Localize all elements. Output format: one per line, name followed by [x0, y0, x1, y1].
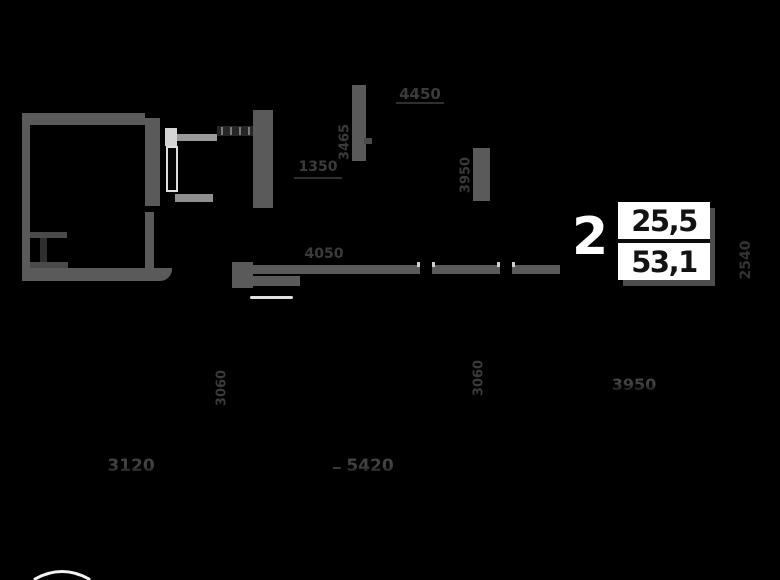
window-hatch: [217, 126, 253, 136]
dim-left-room-height: 3465: [337, 123, 353, 161]
wall-mid-b: [432, 265, 500, 274]
wall-corridor-right: [473, 148, 490, 201]
dim-kitchen-width: 4050: [304, 246, 344, 262]
wall-room-right-upper: [145, 118, 160, 206]
room-count-label: 2: [572, 207, 609, 267]
total-area-value: 53,1: [631, 244, 698, 279]
living-area-value: 25,5: [618, 202, 710, 243]
window-sill-top: [177, 134, 217, 141]
threshold-line: [250, 296, 293, 299]
wall-mid-a: [253, 265, 420, 274]
door-jamb: [417, 262, 420, 267]
wall-top-middle: [352, 85, 366, 161]
logo-arc-icon: [33, 570, 91, 580]
wall-room-right-lower: [145, 212, 154, 270]
wall-top: [22, 113, 145, 125]
dim-line: [396, 102, 444, 104]
dim-hall-width: 1350: [298, 159, 338, 175]
dim-dash: [333, 467, 341, 469]
hatch-tick: [248, 127, 250, 135]
dim-right-top-height: 3950: [458, 156, 474, 194]
shaft-side: [40, 238, 47, 264]
door-jamb: [497, 262, 500, 267]
hatch-tick: [230, 127, 232, 135]
wall-left: [22, 113, 30, 281]
dim-left-center-height: 3060: [214, 369, 230, 407]
dim-far-right-height: 2540: [738, 240, 754, 280]
door-jamb: [432, 262, 435, 267]
wall-bottom-left: [22, 268, 172, 281]
dim-center-height: 3060: [471, 359, 487, 397]
door-jamb: [512, 262, 515, 267]
hatch-tick: [221, 127, 223, 135]
hatch-tick: [239, 127, 241, 135]
dim-line: [294, 177, 342, 179]
window-sill-bottom: [175, 194, 213, 202]
dim-bottom-left-width: 3120: [102, 458, 160, 480]
wall-mid-thick: [253, 276, 300, 286]
dim-bottom-right-width: 5420: [339, 458, 401, 480]
shaft-top: [30, 232, 67, 238]
wall-entry-right: [253, 110, 273, 208]
dim-top-width: 4450: [399, 85, 441, 103]
area-info-box: 25,5 53,1: [618, 202, 710, 280]
shaft-bottom: [30, 262, 68, 268]
wall-mid-c: [512, 265, 560, 274]
door-leaf-icon: [166, 146, 178, 192]
door-frame: [165, 128, 177, 146]
dim-right-width: 3950: [601, 377, 667, 397]
wall-mid-stub: [232, 262, 253, 288]
wall-notch: [364, 138, 372, 144]
